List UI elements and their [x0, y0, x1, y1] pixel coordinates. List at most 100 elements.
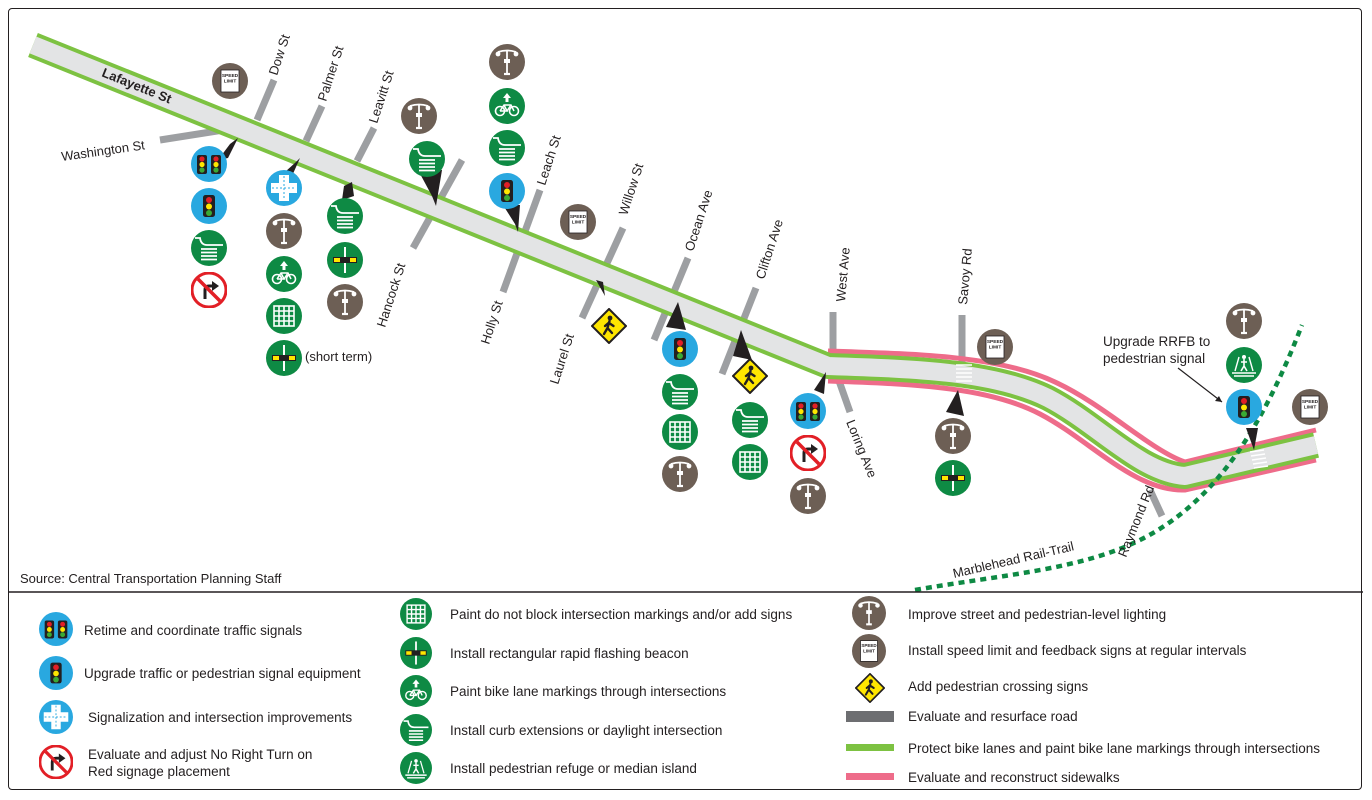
legend-signal-icon [39, 656, 73, 690]
pedestrian-crossing-icon [591, 308, 627, 344]
pedestrian-refuge-icon [1226, 347, 1262, 383]
label-hancock-st: Hancock St [374, 261, 409, 329]
label-leavitt-st: Leavitt St [366, 68, 397, 125]
curb-extension-icon [327, 198, 363, 234]
crosswalk-rrfb [1249, 449, 1269, 469]
sidewalk-north [827, 348, 1317, 465]
legend-speed-icon [852, 634, 886, 668]
retime-signals-icon [191, 146, 227, 182]
do-not-block-icon [732, 444, 768, 480]
lighting-icon [662, 456, 698, 492]
rrfb-icon [327, 242, 363, 278]
legend-retime-icon [39, 612, 73, 646]
legend-no-right-label-1: Evaluate and adjust No Right Turn on [88, 747, 312, 762]
legend-resurface-swatch [846, 711, 894, 722]
rail-trail [914, 324, 1305, 593]
no-right-turn-icon [790, 435, 826, 471]
legend-signalization-label: Signalization and intersection improveme… [88, 710, 352, 725]
label-palmer-st: Palmer St [315, 44, 347, 103]
legend-bike-lane-label: Protect bike lanes and paint bike lane m… [908, 741, 1320, 756]
legend-sidewalk-label: Evaluate and reconstruct sidewalks [908, 770, 1120, 785]
legend-retime-label: Retime and coordinate traffic signals [84, 623, 302, 638]
label-clifton-ave: Clifton Ave [753, 217, 786, 281]
rrfb-note-leader [1177, 367, 1223, 403]
legend-ped-crossing-label: Add pedestrian crossing signs [908, 679, 1088, 694]
legend-sidewalk-swatch [846, 773, 894, 780]
legend-do-not-block-label: Paint do not block intersection markings… [450, 607, 792, 622]
legend-refuge-icon [400, 752, 432, 784]
traffic-signal-icon [1226, 389, 1262, 425]
legend-speed-label: Install speed limit and feedback signs a… [908, 643, 1247, 658]
legend-rrfb-label: Install rectangular rapid flashing beaco… [450, 646, 689, 661]
lighting-icon [266, 213, 302, 249]
rrfb-note-line2: pedestrian signal [1103, 351, 1205, 366]
label-ocean-ave: Ocean Ave [682, 188, 716, 253]
legend: Retime and coordinate traffic signals Up… [39, 596, 1320, 785]
lighting-icon [790, 478, 826, 514]
label-holly-st: Holly St [478, 298, 506, 346]
signalization-icon [266, 170, 302, 206]
legend-lighting-icon [852, 596, 886, 630]
legend-ped-crossing-icon [855, 673, 885, 703]
curb-extension-icon [662, 374, 698, 410]
label-willow-st: Willow St [616, 161, 647, 217]
label-leach-st: Leach St [534, 133, 564, 187]
bike-markings-icon [266, 256, 302, 292]
label-raymond-rd: Raymond Rd [1115, 483, 1157, 559]
legend-do-not-block-icon [400, 598, 432, 630]
short-term-note: (short term) [305, 349, 372, 364]
traffic-signal-icon [489, 173, 525, 209]
legend-curb-icon [400, 714, 432, 746]
crosswalk-savoy [956, 364, 972, 382]
lighting-icon [935, 418, 971, 454]
label-savoy-rd: Savoy Rd [955, 248, 975, 305]
curb-extension-icon [732, 402, 768, 438]
lafayette-road [29, 36, 1319, 485]
label-west-ave: West Ave [833, 247, 853, 303]
bike-lane-edge [28, 32, 1319, 489]
legend-bike-icon [400, 675, 432, 707]
curb-extension-icon [409, 141, 445, 177]
legend-no-right-turn-icon [39, 745, 73, 779]
legend-bike-label: Paint bike lane markings through interse… [450, 684, 726, 699]
rrfb-note-arrow [1215, 396, 1222, 402]
legend-signalization-icon [39, 700, 73, 734]
legend-signal-label: Upgrade traffic or pedestrian signal equ… [84, 666, 361, 681]
legend-no-right-label-2: Red signage placement [88, 764, 230, 779]
lighting-icon [489, 44, 525, 80]
speed-limit-icon [1292, 389, 1328, 425]
retime-signals-icon [790, 393, 826, 429]
speed-limit-icon [977, 329, 1013, 365]
do-not-block-icon [662, 414, 698, 450]
label-laurel-st: Laurel St [547, 331, 577, 385]
sidewalk-south [827, 378, 1317, 493]
callout-pointers [218, 138, 1258, 450]
rrfb-icon [266, 340, 302, 376]
label-washington-st: Washington St [60, 137, 146, 164]
legend-rrfb-icon [400, 637, 432, 669]
traffic-signal-icon [662, 331, 698, 367]
no-right-turn-icon [191, 272, 227, 308]
curb-extension-icon [489, 130, 525, 166]
speed-limit-icon [212, 63, 248, 99]
lighting-icon [1226, 303, 1262, 339]
bike-markings-icon [489, 88, 525, 124]
legend-resurface-label: Evaluate and resurface road [908, 709, 1078, 724]
legend-lighting-label: Improve street and pedestrian-level ligh… [908, 607, 1166, 622]
label-dow-st: Dow St [266, 32, 293, 77]
legend-curb-label: Install curb extensions or daylight inte… [450, 723, 722, 738]
rrfb-icon [935, 460, 971, 496]
source-note: Source: Central Transportation Planning … [20, 571, 282, 586]
lighting-icon [401, 98, 437, 134]
rrfb-note-line1: Upgrade RRFB to [1103, 334, 1210, 349]
speed-limit-icon [560, 204, 596, 240]
lighting-icon [327, 284, 363, 320]
map-frame [8, 8, 1362, 790]
label-loring-ave: Loring Ave [843, 418, 880, 480]
pedestrian-crossing-icon [732, 358, 768, 394]
curb-extension-icon [191, 230, 227, 266]
traffic-signal-icon [191, 188, 227, 224]
legend-bike-lane-swatch [846, 744, 894, 751]
legend-refuge-label: Install pedestrian refuge or median isla… [450, 761, 697, 776]
